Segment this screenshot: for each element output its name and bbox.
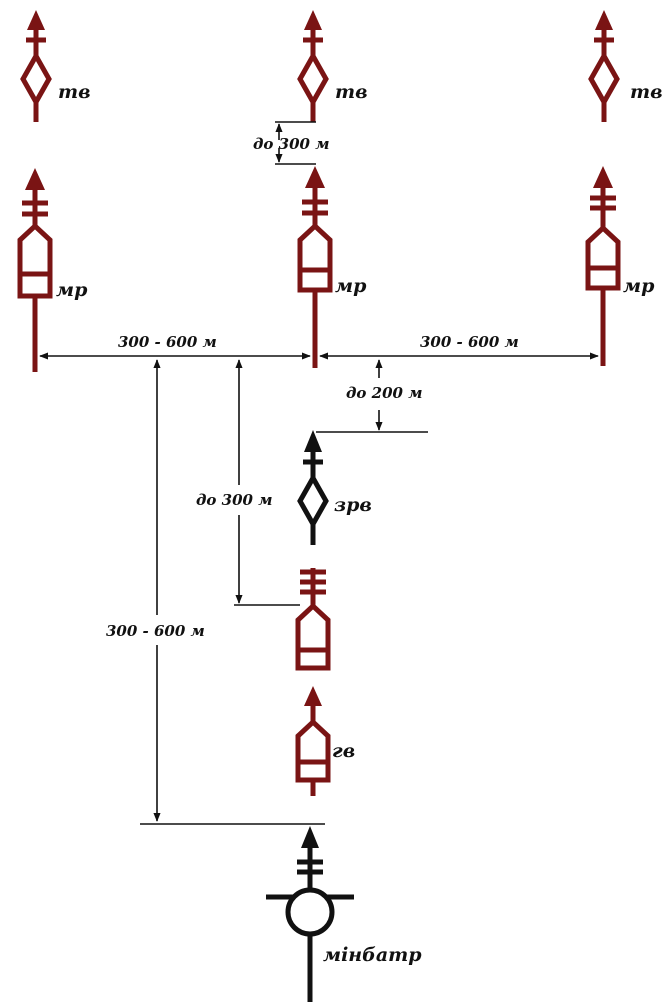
label-mr-center: мр <box>335 275 367 297</box>
unit-mr-center <box>297 166 333 368</box>
label-dim-mr-to-minbatr: 300 - 600 м <box>106 622 205 640</box>
unit-tv-center <box>297 10 329 122</box>
unit-tv-left <box>20 10 52 122</box>
dim-tv-to-mr <box>275 121 316 165</box>
unit-mr-left <box>17 168 53 372</box>
label-tv-left: тв <box>58 81 91 103</box>
label-dim-mr-left-center: 300 - 600 м <box>118 333 217 351</box>
label-mr-left: мр <box>56 279 88 301</box>
dim-mr-to-hq <box>234 359 300 606</box>
dim-mr-to-zrv <box>316 359 428 433</box>
unit-gv <box>295 686 331 796</box>
label-zrv: зрв <box>334 494 372 516</box>
dim-mr-to-minbatr <box>140 359 325 825</box>
label-tv-center: тв <box>335 81 368 103</box>
label-gv: гв <box>332 740 355 762</box>
unit-hq <box>295 568 331 671</box>
label-dim-mr-to-hq: до 300 м <box>196 491 272 509</box>
unit-tv-right <box>588 10 620 122</box>
unit-minbatr <box>266 826 354 1002</box>
unit-mr-right <box>585 166 621 366</box>
label-dim-mr-to-zrv: до 200 м <box>346 384 422 402</box>
label-dim-tv-to-mr: до 300 м <box>253 135 329 153</box>
label-mr-right: мр <box>623 275 655 297</box>
unit-zrv <box>297 430 329 545</box>
label-minbatr: мінбатр <box>323 944 422 966</box>
label-tv-right: тв <box>630 81 663 103</box>
label-dim-mr-center-right: 300 - 600 м <box>420 333 519 351</box>
